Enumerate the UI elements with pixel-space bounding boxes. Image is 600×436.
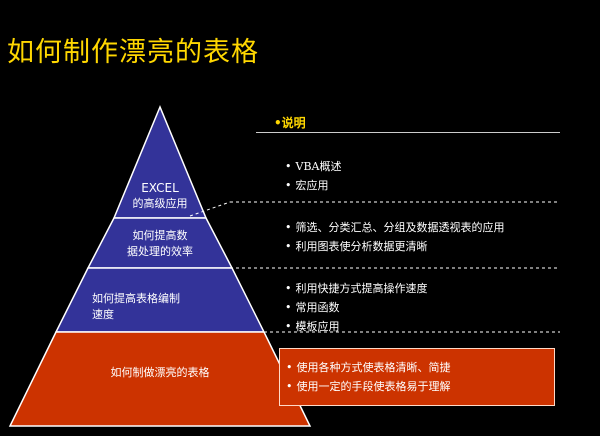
note-item: 使用一定的手段使表格易于理解 <box>286 377 451 396</box>
connector-line-1 <box>189 201 231 217</box>
notes-group-3: 利用快捷方式提高操作速度 常用函数 模板应用 <box>285 279 428 336</box>
notes-group-2: 筛选、分类汇总、分组及数据透视表的应用 利用图表使分析数据更清晰 <box>285 218 505 256</box>
pyramid-tier-4 <box>8 331 312 427</box>
note-item: 常用函数 <box>285 298 428 317</box>
notes-group-4: 使用各种方式使表格清晰、简捷 使用一定的手段使表格易于理解 <box>286 358 451 396</box>
note-item: 利用快捷方式提高操作速度 <box>285 279 428 298</box>
tier-1-label: EXCEL 的高级应用 <box>132 181 188 210</box>
note-item: 模板应用 <box>285 317 428 336</box>
note-item: 利用图表使分析数据更清晰 <box>285 237 505 256</box>
note-item: VBA概述 <box>285 157 342 176</box>
notes-header-rule <box>256 132 560 133</box>
notes-header: •说明 <box>274 116 306 130</box>
tier-4-label: 如何制做漂亮的表格 <box>110 366 210 379</box>
note-item: 筛选、分类汇总、分组及数据透视表的应用 <box>285 218 505 237</box>
tier-3-label: 如何提高表格编制 速度 <box>92 292 180 321</box>
tier-2-label: 如何提高数 据处理的效率 <box>127 229 193 258</box>
page-title: 如何制作漂亮的表格 <box>7 37 259 68</box>
note-item: 使用各种方式使表格清晰、简捷 <box>286 358 451 377</box>
notes-group-1: VBA概述 宏应用 <box>285 157 342 195</box>
note-item: 宏应用 <box>285 176 341 195</box>
